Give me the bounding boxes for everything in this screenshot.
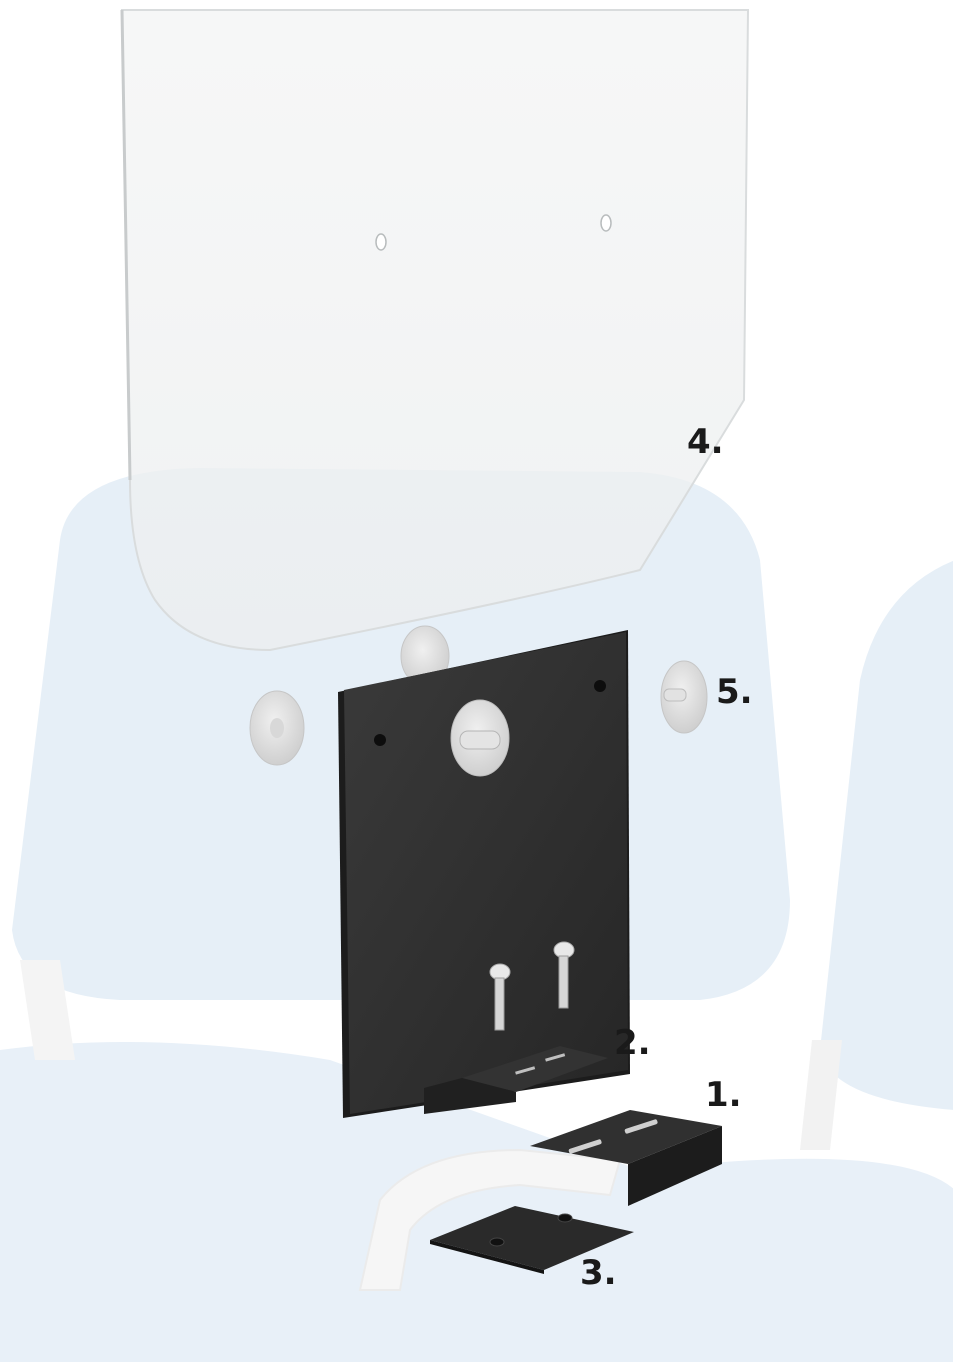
bolt-shaft-right <box>559 956 568 1008</box>
backing-plate <box>338 630 630 1118</box>
plate-hole-left <box>374 734 386 746</box>
chair-frame-leg-right <box>800 1040 842 1150</box>
plate-hole-right <box>594 680 606 692</box>
callout-part-4: 4. <box>687 425 724 459</box>
screen-mounting-hole-right <box>601 215 611 231</box>
spacer-disc-right-pin <box>664 689 686 701</box>
plate-spacer-stud <box>460 731 500 749</box>
screen-mounting-hole-left <box>376 234 386 250</box>
callout-part-3: 3. <box>580 1256 617 1290</box>
base-plate-stud-left <box>490 1238 504 1246</box>
callout-part-2: 2. <box>614 1026 651 1060</box>
callout-part-1: 1. <box>705 1078 742 1112</box>
bolt-shaft-left <box>495 978 504 1030</box>
callout-part-5: 5. <box>716 675 753 709</box>
neighbour-chair-back <box>820 560 953 1110</box>
spacer-disc-left-bore <box>270 718 284 738</box>
base-plate-stud-right <box>558 1214 572 1222</box>
